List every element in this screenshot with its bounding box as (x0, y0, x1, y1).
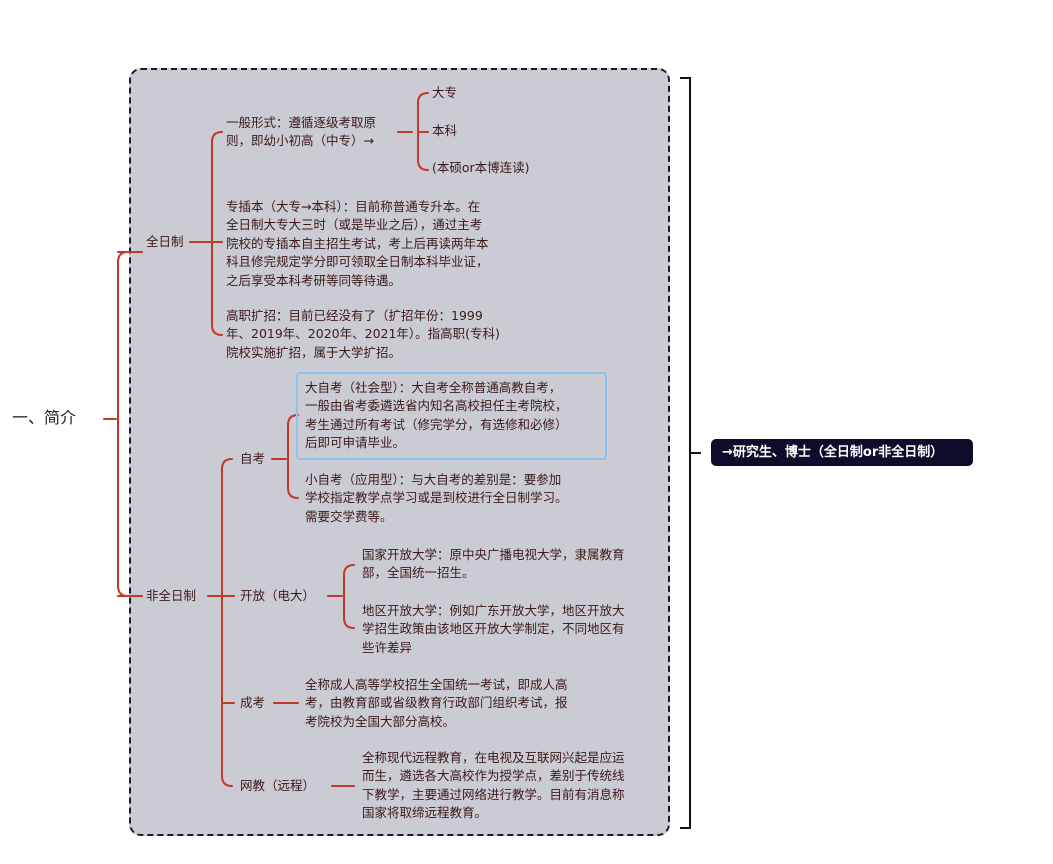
node-level-undergraduate[interactable]: 本科 (432, 123, 458, 138)
node-regional-open-university-line: 学招生政策由该地区开放大学制定，不同地区有 (362, 621, 625, 637)
node-big-self-exam-line: 考生通过所有考试（修完学分，有选修和必修） (305, 416, 568, 432)
node-open-university[interactable]: 开放（电大） (240, 588, 316, 603)
node-adult-exam-desc-line: 全称成人高等学校招生全国统一考试，即成人高 (305, 677, 568, 692)
selected-node-outline (296, 372, 607, 460)
branch-lines (103, 92, 429, 787)
node-big-self-exam-line: 一般由省考委遴选省内知名高校担任主考院校， (305, 398, 568, 414)
node-vocational[interactable]: 高职扩招：目前已经没有了（扩招年份：1999 年、2019年、2020年、202… (226, 307, 500, 362)
node-vocational-line: 年、2019年、2020年、2021年）。指高职(专科) (226, 326, 500, 342)
node-part-time[interactable]: 非全日制 (146, 588, 197, 603)
node-general-form[interactable]: 一般形式：遵循逐级考取原 则，即幼小初高（中专）→ (226, 114, 376, 151)
node-adult-exam-desc[interactable]: 全称成人高等学校招生全国统一考试，即成人高 考，由教育部或省级教育行政部门组织考… (305, 676, 568, 731)
node-vocational-line: 院校实施扩招，属于大学扩招。 (226, 344, 402, 360)
node-online-education-desc-line: 国家将取缔远程教育。 (362, 805, 488, 821)
node-online-education-desc-line: 下教学，主要通过网络进行教学。目前有消息称 (362, 786, 625, 802)
root-topic[interactable]: 一、简介 (12, 408, 77, 427)
node-national-open-university-line: 国家开放大学：原中央广播电视大学，隶属教育 (362, 547, 625, 562)
node-national-open-university-line: 部，全国统一招生。 (362, 565, 475, 581)
node-adult-exam-desc-line: 考，由教育部或省级教育行政部门组织考试，报 (305, 695, 568, 711)
node-vocational-line: 高职扩招：目前已经没有了（扩招年份：1999 (226, 308, 483, 323)
node-regional-open-university-line: 些许差异 (362, 639, 413, 655)
node-adult-exam-desc-line: 考院校为全国大部分高校。 (305, 713, 456, 729)
node-small-self-exam[interactable]: 小自考（应用型）：与大自考的差别是：要参加 学校指定教学点学习或是到校进行全日制… (305, 471, 568, 526)
node-full-time[interactable]: 全日制 (146, 234, 184, 249)
node-upgrade-line: 专插本（大专→本科）：目前称普通专升本。在 (226, 199, 481, 214)
node-general-form-line: 则，即幼小初高（中专）→ (226, 133, 374, 149)
node-big-self-exam-line: 大自考（社会型）：大自考全称普通高教自考， (305, 380, 562, 395)
summary-bracket (680, 77, 701, 829)
node-online-education[interactable]: 网教（远程） (240, 778, 316, 793)
node-regional-open-university[interactable]: 地区开放大学：例如广东开放大学，地区开放大 学招生政策由该地区开放大学制定，不同… (362, 602, 625, 657)
node-level-junior-college[interactable]: 大专 (432, 85, 458, 100)
node-adult-exam[interactable]: 成考 (240, 695, 266, 710)
node-upgrade-line: 全日制大专大三时（或是毕业之后），通过主考 (226, 217, 483, 233)
node-general-form-line: 一般形式：遵循逐级考取原 (226, 115, 377, 130)
node-upgrade[interactable]: 专插本（大专→本科）：目前称普通专升本。在 全日制大专大三时（或是毕业之后），通… (226, 198, 489, 290)
node-online-education-desc-line: 而生，遴选各大高校作为授学点，差别于传统线 (362, 768, 625, 784)
node-upgrade-line: 院校的专插本自主招生考试，考上后再读两年本 (226, 235, 489, 251)
node-upgrade-line: 之后享受本科考研等同等待遇。 (226, 272, 402, 288)
summary-node[interactable]: →研究生、博士（全日制or非全日制） (711, 439, 973, 466)
node-upgrade-line: 科且修完规定学分即可领取全日制本科毕业证， (226, 254, 489, 270)
boundary-frame (129, 68, 670, 836)
node-small-self-exam-line: 学校指定教学点学习或是到校进行全日制学习。 (305, 490, 568, 506)
node-national-open-university[interactable]: 国家开放大学：原中央广播电视大学，隶属教育 部，全国统一招生。 (362, 546, 625, 583)
node-level-combined[interactable]: (本硕or本博连读) (432, 160, 530, 175)
node-online-education-desc[interactable]: 全称现代远程教育，在电视及互联网兴起是应运 而生，遴选各大高校作为授学点，差别于… (362, 749, 625, 823)
node-small-self-exam-line: 小自考（应用型）：与大自考的差别是：要参加 (305, 472, 562, 487)
node-big-self-exam-line: 后即可申请毕业。 (305, 435, 406, 451)
node-online-education-desc-line: 全称现代远程教育，在电视及互联网兴起是应运 (362, 750, 625, 765)
node-small-self-exam-line: 需要交学费等。 (305, 508, 393, 524)
node-regional-open-university-line: 地区开放大学：例如广东开放大学，地区开放大 (362, 603, 625, 618)
node-big-self-exam[interactable]: 大自考（社会型）：大自考全称普通高教自考， 一般由省考委遴选省内知名高校担任主考… (305, 379, 568, 453)
node-self-exam[interactable]: 自考 (240, 451, 266, 466)
